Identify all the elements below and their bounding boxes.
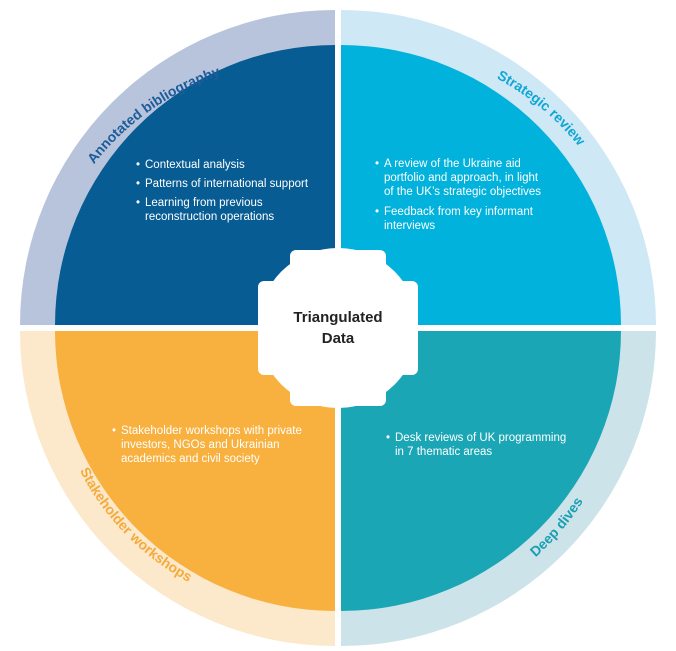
bullet-desk-reviews-line2: in 7 thematic areas bbox=[395, 446, 492, 458]
bullet-learning-line2: reconstruction operations bbox=[145, 211, 274, 223]
bullet-learning-line1: Learning from previous bbox=[145, 197, 263, 209]
bullet-marker: • bbox=[136, 197, 140, 209]
bullet-review-line2: portfolio and approach, in light bbox=[384, 172, 539, 184]
center-circle bbox=[258, 248, 418, 408]
bullet-contextual-analysis: Contextual analysis bbox=[145, 159, 245, 171]
bullet-marker: • bbox=[136, 178, 140, 190]
bullet-marker: • bbox=[136, 159, 140, 171]
bullet-review-line3: of the UK’s strategic objectives bbox=[384, 186, 541, 198]
quadrant-annotated-bibliography bbox=[55, 45, 335, 325]
bullet-feedback-line2: interviews bbox=[384, 220, 435, 232]
bullet-feedback-line1: Feedback from key informant bbox=[384, 206, 534, 218]
center-tab-bottom bbox=[290, 376, 386, 406]
quadrant-deep-dives bbox=[341, 331, 621, 611]
bullet-marker: • bbox=[386, 432, 390, 444]
bullets-stakeholder-workshops: • Stakeholder workshops with private inv… bbox=[112, 425, 302, 465]
bullet-workshops-line3: academics and civil society bbox=[121, 453, 260, 465]
bullet-workshops-line1: Stakeholder workshops with private bbox=[121, 425, 302, 437]
bullet-desk-reviews-line1: Desk reviews of UK programming bbox=[395, 432, 566, 444]
bullets-strategic-review: • A review of the Ukraine aid portfolio … bbox=[375, 158, 541, 232]
center-tab-left bbox=[258, 281, 288, 375]
bullet-patterns-support: Patterns of international support bbox=[145, 178, 309, 190]
bullet-workshops-line2: investors, NGOs and Ukrainian bbox=[121, 439, 280, 451]
center-tab-top bbox=[290, 250, 386, 280]
bullet-marker: • bbox=[375, 158, 379, 170]
center-title-line2: Data bbox=[322, 330, 355, 347]
bullets-annotated-bibliography: • Contextual analysis • Patterns of inte… bbox=[136, 159, 309, 223]
center-title-line1: Triangulated bbox=[293, 309, 382, 326]
bullet-review-line1: A review of the Ukraine aid bbox=[384, 158, 521, 170]
inner-quadrants bbox=[55, 45, 621, 611]
quadrant-strategic-review bbox=[341, 45, 621, 325]
center-hub: Triangulated Data bbox=[258, 248, 418, 408]
bullet-marker: • bbox=[112, 425, 116, 437]
bullets-deep-dives: • Desk reviews of UK programming in 7 th… bbox=[386, 432, 566, 458]
center-tab-right bbox=[388, 281, 418, 375]
bullet-marker: • bbox=[375, 206, 379, 218]
quadrant-stakeholder-workshops bbox=[55, 331, 335, 611]
